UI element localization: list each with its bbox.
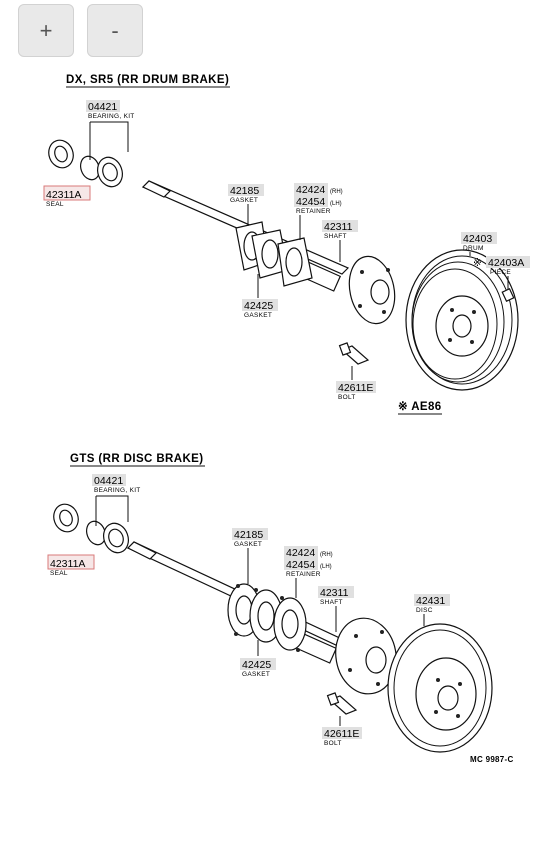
gasket-bottom-name: GASKET: [244, 312, 272, 319]
seal-number-highlight[interactable]: [43, 185, 91, 201]
gasket-top-name: GASKET: [230, 197, 258, 204]
diagram-code: MC 9987-C: [470, 755, 514, 764]
drum-number[interactable]: 42403: [463, 233, 492, 245]
section-header: GTS (RR DISC BRAKE): [70, 453, 203, 465]
bearing-number-highlight[interactable]: [86, 100, 120, 112]
bolt-number[interactable]: 42611E: [338, 382, 373, 394]
seal-name: SEAL: [50, 570, 68, 577]
wheel-bolt-part: [338, 342, 370, 365]
shaft-number[interactable]: 42311: [324, 221, 353, 233]
bolt-number-highlight[interactable]: [322, 727, 362, 739]
retainer-lh-number[interactable]: 42454: [296, 196, 325, 208]
model-note: ※ AE86: [398, 400, 442, 413]
seal-number-highlight[interactable]: [47, 554, 95, 570]
shaft-number-highlight[interactable]: [318, 586, 354, 598]
drum-name: DRUM: [463, 245, 484, 252]
wheel-bolt-part: [326, 692, 358, 715]
shaft-name: SHAFT: [324, 233, 347, 240]
gasket-plate-part: [235, 221, 313, 287]
bearing-number[interactable]: 04421: [88, 101, 117, 113]
gasket-top-number[interactable]: 42185: [234, 529, 263, 541]
gasket-plate-part: [227, 583, 307, 652]
gasket-bottom-number[interactable]: 42425: [244, 300, 273, 312]
bearing-name: BEARING, KIT: [88, 113, 135, 120]
drum-number-highlight[interactable]: [461, 232, 497, 244]
bolt-name: BOLT: [338, 394, 356, 401]
disc-number[interactable]: 42431: [416, 595, 445, 607]
seal-number[interactable]: 42311A: [50, 558, 85, 570]
gasket-top-highlight[interactable]: [232, 528, 268, 540]
retainer-rh-side: (RH): [330, 189, 343, 195]
retainer-rh-number[interactable]: 42424: [296, 184, 325, 196]
bolt-number[interactable]: 42611E: [324, 728, 359, 740]
gasket-top-highlight[interactable]: [228, 184, 264, 196]
piece-part: [501, 287, 515, 303]
shaft-number-highlight[interactable]: [322, 220, 358, 232]
disc-number-highlight[interactable]: [414, 594, 450, 606]
retainer-rh-side: (RH): [320, 552, 333, 558]
piece-number[interactable]: 42403A: [488, 257, 524, 269]
bearing-name: BEARING, KIT: [94, 487, 141, 494]
gasket-top-name: GASKET: [234, 541, 262, 548]
retainer-rh-number[interactable]: 42424: [286, 547, 315, 559]
gasket-bottom-highlight[interactable]: [242, 299, 278, 311]
brake-disc-part: [387, 623, 493, 753]
piece-number-highlight[interactable]: [486, 256, 530, 268]
retainer-rh-highlight[interactable]: [284, 546, 318, 558]
retainer-lh-number[interactable]: 42454: [286, 559, 315, 571]
bearing-kit-part: [79, 155, 123, 188]
seal-part: [53, 503, 79, 533]
hub-flange-part: [335, 617, 397, 695]
disc-name: DISC: [416, 607, 433, 614]
gasket-bottom-highlight[interactable]: [240, 658, 276, 670]
shaft-number[interactable]: 42311: [320, 587, 349, 599]
retainer-rh-highlight[interactable]: [294, 183, 328, 195]
section-disc-brake: GTS (RR DISC BRAKE) 42311A SEAL 04421 BE…: [47, 453, 514, 764]
retainer-lh-highlight[interactable]: [294, 195, 328, 207]
seal-name: SEAL: [46, 201, 64, 208]
bearing-number[interactable]: 04421: [94, 475, 123, 487]
brake-drum-part: [405, 249, 519, 391]
retainer-lh-highlight[interactable]: [284, 558, 318, 570]
seal-number[interactable]: 42311A: [46, 189, 81, 201]
gasket-top-number[interactable]: 42185: [230, 185, 259, 197]
retainer-name: RETAINER: [286, 571, 321, 578]
shaft-name: SHAFT: [320, 599, 343, 606]
bolt-number-highlight[interactable]: [336, 381, 376, 393]
gasket-bottom-number[interactable]: 42425: [242, 659, 271, 671]
bolt-name: BOLT: [324, 740, 342, 747]
zoom-out-button[interactable]: -: [87, 4, 143, 57]
retainer-lh-side: (LH): [320, 564, 332, 570]
piece-name: PIECE: [490, 269, 511, 276]
zoom-in-button[interactable]: +: [18, 4, 74, 57]
section-header: DX, SR5 (RR DRUM BRAKE): [66, 74, 229, 86]
bearing-number-highlight[interactable]: [92, 474, 126, 486]
gasket-bottom-name: GASKET: [242, 671, 270, 678]
piece-mark: ※: [473, 257, 482, 269]
seal-part: [48, 139, 74, 169]
retainer-name: RETAINER: [296, 208, 331, 215]
section-drum-brake: DX, SR5 (RR DRUM BRAKE) 42311A SEAL 0442…: [43, 74, 530, 415]
hub-flange-part: [348, 255, 396, 325]
bearing-kit-part: [85, 520, 129, 554]
retainer-lh-side: (LH): [330, 201, 342, 207]
